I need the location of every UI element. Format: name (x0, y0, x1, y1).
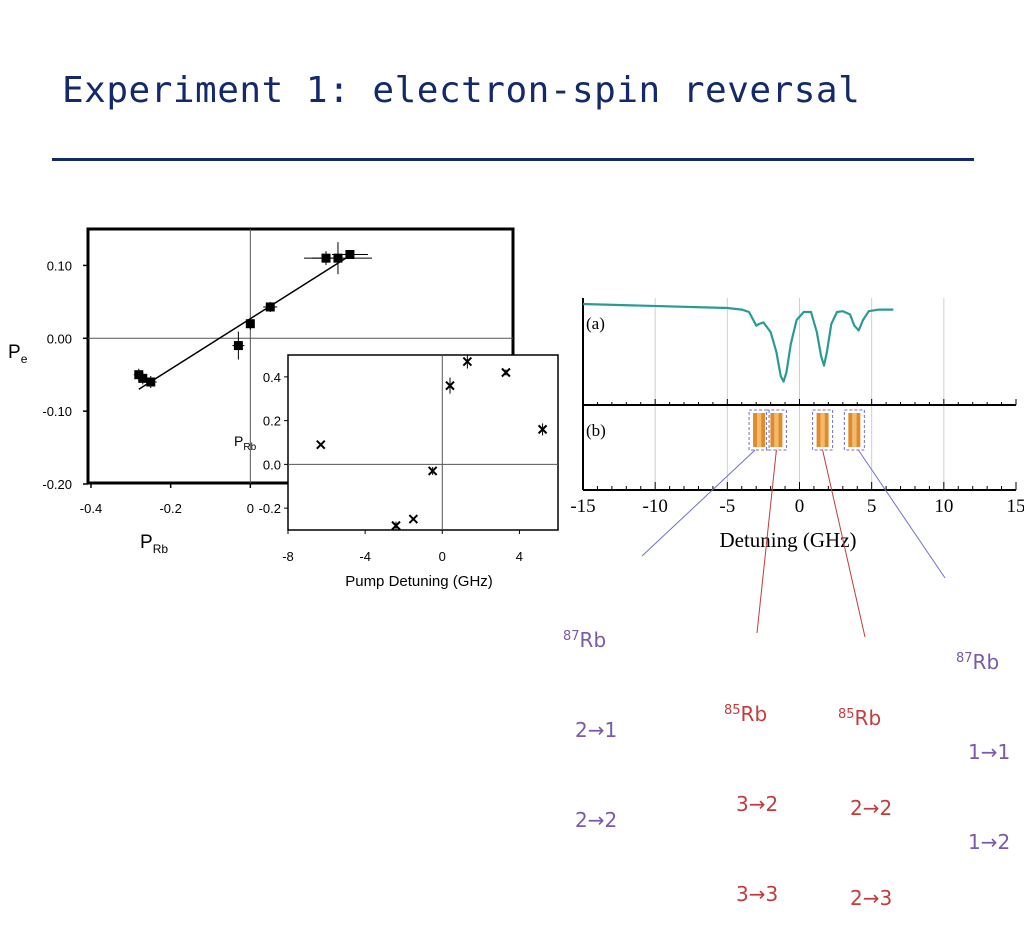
isotope-number: 87 (956, 651, 973, 666)
transition-line: 2→2 (838, 793, 892, 823)
chart1-ytick-label: -0.20 (42, 477, 72, 492)
element-symbol: Rb (741, 702, 768, 726)
element-symbol: Rb (855, 706, 882, 730)
chart1-data-point (345, 250, 354, 259)
chart1-ytick-label: 0.00 (47, 331, 72, 346)
transition-line: 1→1 (956, 737, 1010, 767)
chart3-transition-fill (774, 413, 778, 447)
chart3-xtick-label: 10 (934, 496, 953, 517)
chart2-frame (288, 355, 558, 530)
transition-line: 2→3 (838, 883, 892, 913)
chart3-xtick-label: 15 (1007, 496, 1024, 517)
chart3-transition-bar (848, 413, 852, 447)
chart1-xlabel: PRb (140, 532, 168, 556)
chart3-transition-bar (856, 413, 860, 447)
label-rb87-right: 87Rb 1→1 1→2 (956, 584, 1010, 887)
label-rb85-right: 85Rb 2→2 2→3 (838, 640, 892, 943)
chart3-transition-bar (761, 413, 765, 447)
transition-line: 2→2 (563, 805, 617, 835)
chart2-xtick-label: 0 (439, 549, 446, 564)
label-rb85-left: 85Rb 3→2 3→3 (724, 636, 778, 939)
element-symbol: Rb (973, 650, 1000, 674)
chart3-transition-fill (852, 413, 856, 447)
transition-line: 3→3 (724, 879, 778, 909)
chart3-xtick-label: -15 (570, 496, 595, 517)
chart3-xlabel: Detuning (GHz) (719, 528, 856, 552)
chart3-xtick-label: 5 (867, 496, 877, 517)
chart1-xtick-label: 0 (247, 501, 254, 516)
chart2-ytick-label: -0.2 (259, 501, 281, 516)
chart2-ytick-label: 0.0 (263, 457, 281, 472)
isotope-number: 85 (724, 703, 741, 718)
chart1-xtick-label: -0.4 (80, 501, 102, 516)
chart3-transition-bar (770, 413, 774, 447)
chart2-xtick-label: 4 (516, 549, 523, 564)
label-rb87-left: 87Rb 2→1 2→2 (563, 562, 617, 865)
chart1-data-point (266, 302, 275, 311)
chart2-ytick-label: 0.2 (263, 414, 281, 429)
chart3-xtick-label: 0 (795, 496, 805, 517)
chart1-ytick-label: 0.10 (47, 258, 72, 273)
transition-line: 2→1 (563, 715, 617, 745)
chart2-xtick-label: -4 (359, 549, 371, 564)
chart1-data-point (234, 341, 243, 350)
chart3-transition-fill (821, 413, 825, 447)
isotope-number: 87 (563, 629, 580, 644)
chart2-ytick-label: 0.4 (263, 370, 281, 385)
chart1-xtick-label: -0.2 (159, 501, 181, 516)
chart3-transition-bar (825, 413, 829, 447)
transition-line: 3→2 (724, 789, 778, 819)
chart3-panel-a-label: (a) (586, 314, 605, 333)
chart1-ylabel: Pe (8, 342, 28, 366)
element-symbol: Rb (580, 628, 607, 652)
chart3-spectrum-curve (583, 304, 893, 382)
chart1-data-point (146, 378, 155, 387)
chart3-xtick-label: -5 (719, 496, 735, 517)
transition-line: 1→2 (956, 827, 1010, 857)
chart3-xtick-label: -10 (643, 496, 668, 517)
chart3-panel-b-label: (b) (586, 421, 606, 440)
chart2-xtick-label: -8 (282, 549, 294, 564)
chart1-ytick-label: -0.10 (42, 404, 72, 419)
chart3-transition-bar (753, 413, 757, 447)
chart1-data-point (246, 319, 255, 328)
chart3-transition-fill (757, 413, 761, 447)
chart2-xlabel: Pump Detuning (GHz) (345, 573, 493, 590)
chart3-transition-bar (778, 413, 782, 447)
chart3-transition-bar (817, 413, 821, 447)
isotope-number: 85 (838, 707, 855, 722)
